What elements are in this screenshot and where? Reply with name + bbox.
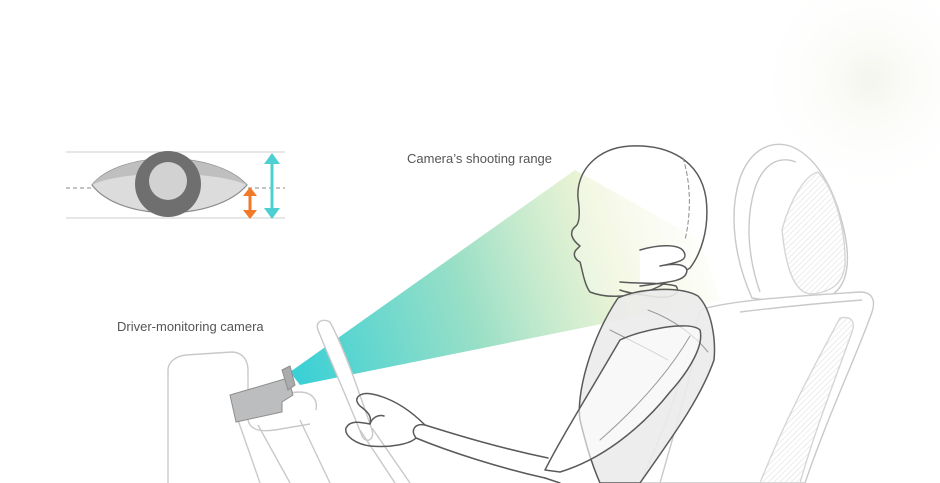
double-arrow-icon	[243, 187, 257, 219]
camera-shooting-range-beam	[290, 170, 720, 385]
driver-figure	[345, 145, 716, 483]
shooting-range-label: Camera’s shooting range	[407, 151, 552, 166]
eye-inset	[66, 151, 285, 219]
dashboard	[167, 351, 331, 483]
driver-monitoring-camera	[229, 365, 296, 423]
camera-label: Driver-monitoring camera	[117, 319, 264, 334]
double-arrow-icon	[264, 153, 280, 219]
steering-wheel	[316, 319, 411, 483]
eye-icon	[91, 151, 248, 217]
